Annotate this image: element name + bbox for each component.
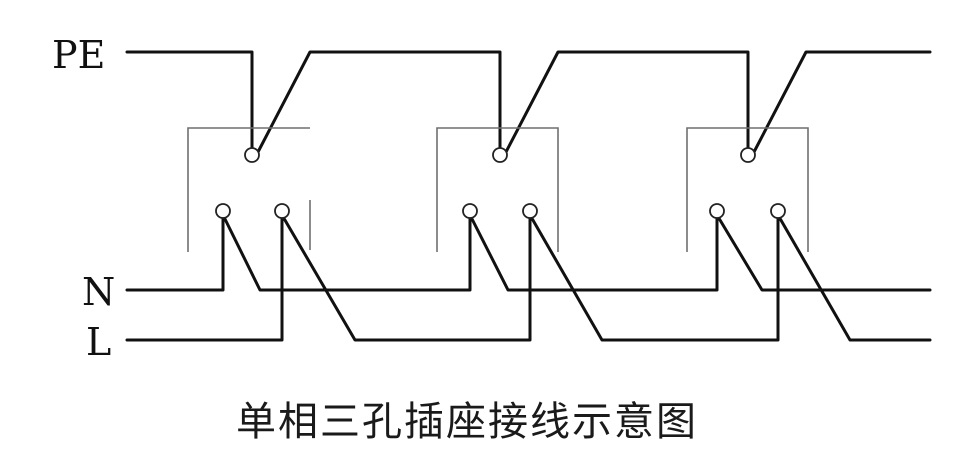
socket-3 bbox=[686, 127, 809, 252]
l-terminal bbox=[274, 203, 290, 219]
socket-1 bbox=[187, 127, 311, 252]
n-terminal bbox=[709, 203, 725, 219]
label-pe: PE bbox=[52, 33, 105, 77]
pe-terminal bbox=[492, 147, 508, 163]
l-terminal bbox=[770, 203, 786, 219]
label-n: N bbox=[82, 270, 115, 314]
label-l: L bbox=[86, 320, 111, 364]
n-bus-line bbox=[125, 213, 932, 292]
n-terminal bbox=[462, 203, 478, 219]
socket-outline bbox=[436, 127, 559, 252]
pe-terminal bbox=[244, 147, 260, 163]
socket-outline bbox=[686, 127, 809, 252]
socket-outline bbox=[187, 127, 311, 252]
pe-terminal bbox=[740, 147, 756, 163]
socket-2 bbox=[436, 127, 559, 252]
n-terminal bbox=[215, 203, 231, 219]
pe-bus-line bbox=[125, 50, 932, 154]
l-terminal bbox=[522, 203, 538, 219]
diagram-caption: 单相三孔插座接线示意图 bbox=[236, 399, 698, 445]
l-bus-line bbox=[125, 213, 932, 342]
